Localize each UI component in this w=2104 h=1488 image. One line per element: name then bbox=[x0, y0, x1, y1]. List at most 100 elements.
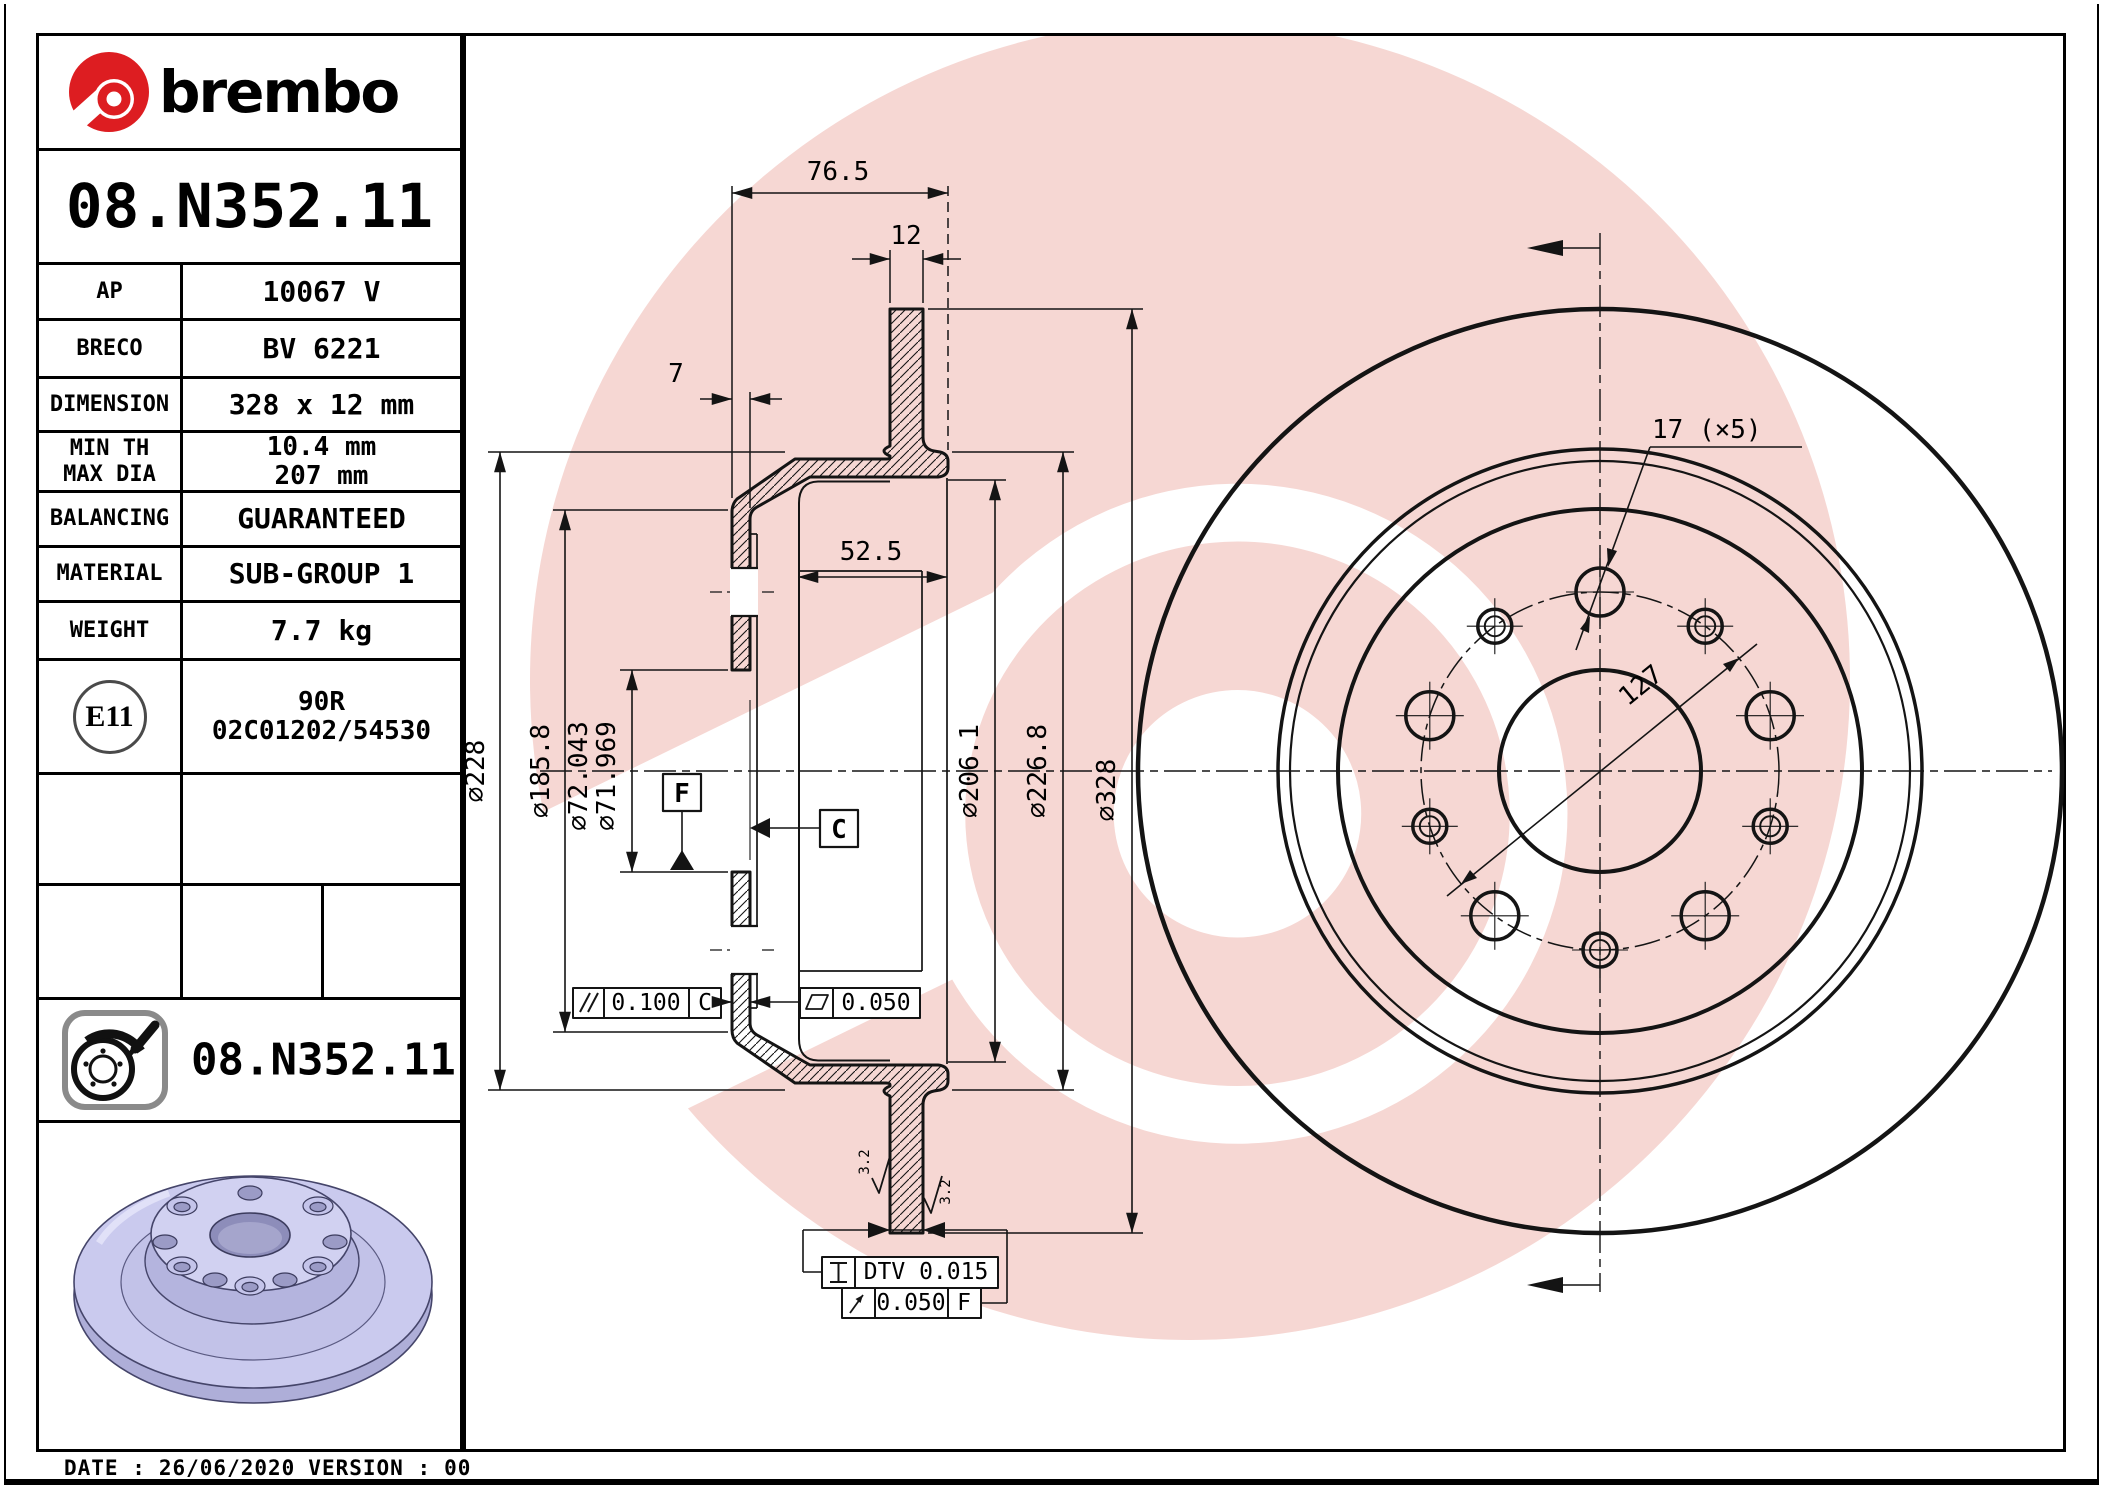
svg-text:3.2: 3.2 bbox=[938, 1179, 954, 1204]
row-label: MIN TH bbox=[69, 435, 150, 461]
datum-c-label: C bbox=[831, 815, 847, 845]
table-row: MATERIAL SUB-GROUP 1 bbox=[39, 545, 460, 600]
approval-row: E11 90R 02C01202/54530 bbox=[39, 658, 460, 772]
table-row: DIMENSION 328 x 12 mm bbox=[39, 376, 460, 430]
row-label: MATERIAL bbox=[56, 561, 163, 586]
center-bore-circle bbox=[1497, 668, 1703, 874]
centerline bbox=[540, 233, 2052, 1292]
row-label: MAX DIA bbox=[63, 461, 156, 487]
front-view: 17 (×5) 127 bbox=[1135, 240, 2065, 1293]
extension-line bbox=[488, 186, 1143, 1234]
runout-datum: F bbox=[957, 1290, 971, 1316]
approval-line2: 02C01202/54530 bbox=[211, 715, 432, 746]
hat-interior-edge bbox=[798, 480, 890, 1062]
dim-d72-min: ⌀71.969 bbox=[592, 721, 622, 831]
band-inner-circle bbox=[1276, 447, 1924, 1095]
main-drawing: 76.5 12 7 52.5 ⌀228 ⌀185.8 ⌀72.043 ⌀71.9… bbox=[463, 33, 2066, 1452]
parallelism-tolerance-frame: 0.100 C bbox=[572, 987, 733, 1019]
approval-line1: 90R bbox=[298, 686, 345, 717]
parallelism-icon bbox=[579, 992, 599, 1013]
table-row: WEIGHT 7.7 kg bbox=[39, 600, 460, 658]
dim-d206: ⌀206.1 bbox=[955, 724, 985, 818]
dim-d228: ⌀228 bbox=[463, 740, 491, 803]
dim-disc-thickness: 12 bbox=[890, 221, 921, 251]
table-row: BALANCING GUARANTEED bbox=[39, 490, 460, 545]
flatness-tolerance-frame: 0.050 bbox=[749, 987, 921, 1019]
footer-part-number: 08.N352.11 bbox=[191, 1034, 456, 1086]
date-version-line: DATE : 26/06/2020 VERSION : 00 bbox=[64, 1456, 471, 1480]
table-row: AP 10067 V bbox=[39, 262, 460, 318]
band-chamfer-circle bbox=[1288, 459, 1912, 1083]
parallelism-value: 0.100 bbox=[611, 990, 680, 1016]
cross-section-view: 76.5 12 7 52.5 ⌀228 ⌀185.8 ⌀72.043 ⌀71.9… bbox=[463, 157, 2052, 1319]
hole-center-marks bbox=[1395, 558, 1804, 978]
row-label: DIMENSION bbox=[49, 391, 170, 417]
dtv-value: DTV 0.015 bbox=[864, 1259, 989, 1285]
disc-3d-image bbox=[73, 1175, 433, 1404]
datum-f-label: F bbox=[674, 779, 690, 809]
logo-row: brembo bbox=[39, 36, 460, 148]
bolt-holes-label: 17 (×5) bbox=[1652, 415, 1762, 445]
brembo-logo: brembo bbox=[61, 52, 400, 137]
outer-diameter-circle bbox=[1135, 306, 2065, 1236]
e11-badge: E11 bbox=[72, 679, 147, 754]
row-value: GUARANTEED bbox=[180, 493, 460, 545]
brembo-wordmark: brembo bbox=[159, 58, 398, 126]
flatness-icon bbox=[805, 994, 829, 1010]
row-value: BV 6221 bbox=[180, 321, 460, 376]
part-number-row: 08.N352.11 bbox=[39, 148, 460, 262]
parallelism-datum: C bbox=[698, 990, 712, 1016]
empty-cell bbox=[180, 775, 460, 883]
row-value: SUB-GROUP 1 bbox=[180, 548, 460, 600]
runout-value: 0.050 bbox=[876, 1290, 945, 1316]
row-label: WEIGHT bbox=[69, 617, 150, 643]
dim-hat-depth: 52.5 bbox=[840, 537, 903, 567]
dim-d328: ⌀328 bbox=[1092, 759, 1122, 822]
page-border-bottom bbox=[4, 1479, 2099, 1485]
bolt-hole-callout: 17 (×5) bbox=[1575, 415, 1802, 651]
table-row: MIN TH MAX DIA 10.4 mm 207 mm bbox=[39, 430, 460, 490]
section-lower-half bbox=[730, 870, 950, 1235]
brake-disc-icon bbox=[62, 1010, 168, 1110]
section-bolt-hole bbox=[730, 566, 758, 976]
version-value: 00 bbox=[444, 1456, 472, 1480]
section-upper-half bbox=[730, 307, 950, 672]
dim-d226: ⌀226.8 bbox=[1023, 724, 1053, 818]
surface-finish-mark: 3.2 3.2 bbox=[857, 1149, 954, 1214]
row-label: BALANCING bbox=[49, 506, 170, 531]
brembo-watermark-icon bbox=[465, 36, 1850, 1340]
page-border-right bbox=[2097, 4, 2099, 1484]
empty-row bbox=[39, 772, 460, 883]
part-number: 08.N352.11 bbox=[65, 171, 434, 242]
thickness-variation-icon bbox=[830, 1262, 847, 1283]
row-label: AP bbox=[96, 278, 123, 304]
empty-cell bbox=[321, 886, 460, 997]
runout-icon bbox=[849, 1294, 864, 1314]
row-value: 10.4 mm bbox=[266, 431, 377, 462]
hat-face-circle bbox=[1336, 507, 1864, 1035]
page-border-left bbox=[4, 4, 6, 1484]
empty-row bbox=[39, 883, 460, 997]
datum-c: C bbox=[750, 808, 860, 849]
row-label: BRECO bbox=[76, 335, 143, 361]
render-row bbox=[39, 1120, 460, 1449]
view-direction-pointer bbox=[1527, 240, 1600, 1293]
product-id-row: 08.N352.11 bbox=[39, 997, 460, 1120]
row-value: 7.7 kg bbox=[180, 603, 460, 658]
dim-width-total: 76.5 bbox=[807, 157, 870, 187]
dim-d72-max: ⌀72.043 bbox=[564, 721, 594, 831]
dtv-runout-callout: DTV 0.015 0.050 F bbox=[802, 1222, 1008, 1319]
date-label: DATE : bbox=[64, 1456, 146, 1480]
version-label: VERSION : bbox=[308, 1456, 432, 1480]
dim-d185: ⌀185.8 bbox=[526, 724, 556, 818]
datum-f: F bbox=[661, 772, 703, 870]
table-row: BRECO BV 6221 bbox=[39, 318, 460, 376]
row-value: 207 mm bbox=[274, 460, 369, 491]
flatness-value: 0.050 bbox=[841, 990, 910, 1016]
drawing-frame bbox=[463, 33, 2066, 1452]
spec-table: brembo 08.N352.11 AP 10067 V BRECO BV 62… bbox=[36, 33, 463, 1452]
date-value: 26/06/2020 bbox=[158, 1456, 296, 1480]
empty-cell bbox=[180, 886, 324, 997]
row-value: 10067 V bbox=[180, 265, 460, 318]
